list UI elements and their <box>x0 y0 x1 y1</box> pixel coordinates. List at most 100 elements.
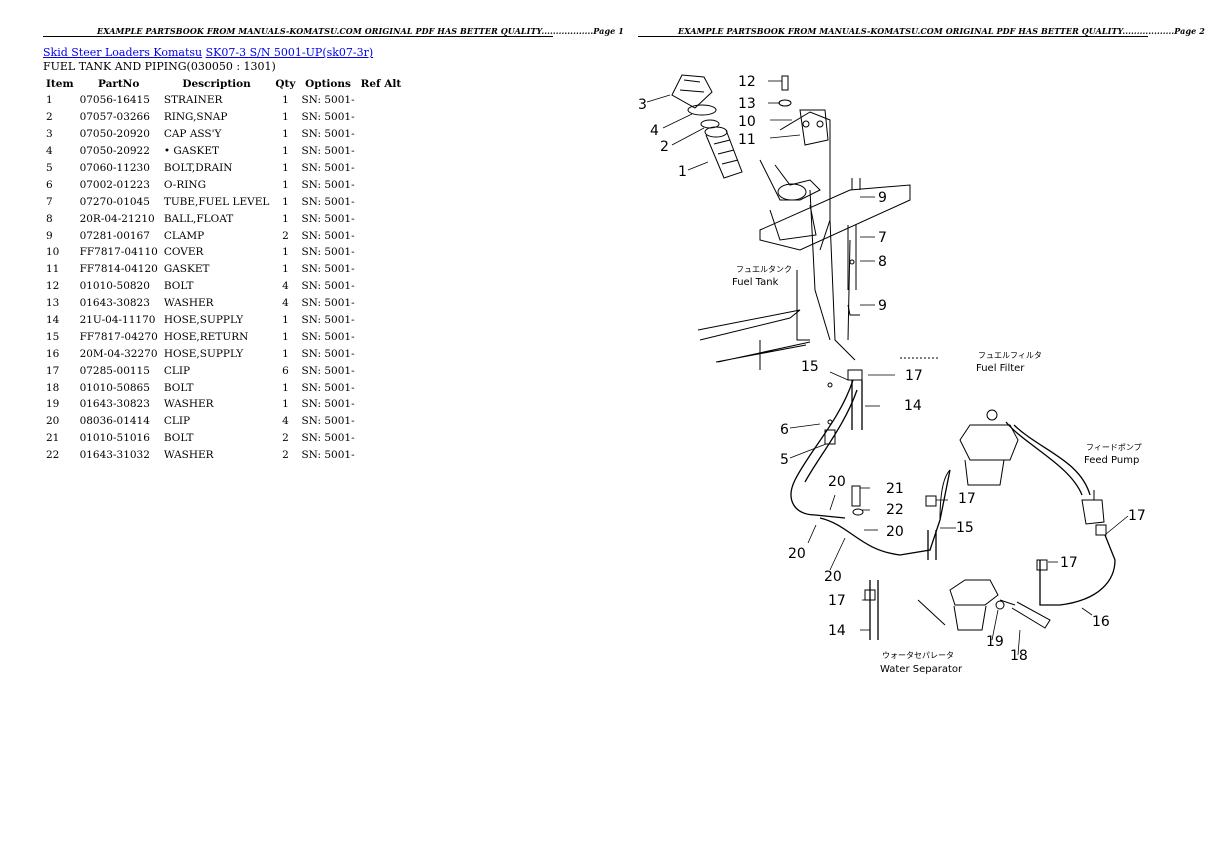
callout-14-lower: 14 <box>828 623 846 639</box>
cell-item: 19 <box>46 398 60 411</box>
callout-17-mid: 17 <box>958 491 976 507</box>
label-water-separator: Water Separator <box>880 664 963 675</box>
cell-qty: 2 <box>282 229 289 242</box>
cell-partno: FF7814-04120 <box>79 263 158 276</box>
cell-item: 15 <box>46 330 60 343</box>
cell-ref-alt <box>358 210 405 227</box>
callout-9-lower: 9 <box>878 298 887 314</box>
cell-description: COVER <box>163 246 204 259</box>
cell-item: 13 <box>46 297 60 310</box>
cell-description: O-RING <box>163 178 206 191</box>
cell-ref-alt <box>358 193 405 210</box>
callout-20-bottom: 20 <box>824 569 842 585</box>
callout-6: 6 <box>780 422 789 438</box>
cell-options: SN: 5001- <box>301 212 355 225</box>
callout-18: 18 <box>1010 648 1028 664</box>
cell-partno: 07002-01223 <box>79 178 150 191</box>
cell-item: 10 <box>46 246 60 259</box>
callout-7: 7 <box>878 230 887 246</box>
cell-ref-alt <box>358 312 405 329</box>
breadcrumb-category-link[interactable]: Skid Steer Loaders Komatsu <box>43 46 203 59</box>
cell-options: SN: 5001- <box>301 297 355 310</box>
cell-qty: 1 <box>282 195 289 208</box>
cap-assy-part <box>671 74 713 109</box>
cell-ref-alt <box>358 278 405 295</box>
cell-partno: 07050-20920 <box>79 128 150 141</box>
callout-13: 13 <box>738 96 756 112</box>
cell-partno: 01643-30823 <box>79 398 150 411</box>
cell-qty: 1 <box>282 381 289 394</box>
cell-ref-alt <box>358 160 405 177</box>
cell-item: 16 <box>46 347 60 360</box>
cell-ref-alt <box>358 430 405 447</box>
cell-description: WASHER <box>163 449 214 462</box>
cell-description: HOSE,SUPPLY <box>163 314 244 327</box>
cell-item: 5 <box>46 162 53 174</box>
cell-partno: 07285-00115 <box>79 364 150 377</box>
callout-17-lower-right: 17 <box>1060 555 1078 571</box>
cell-ref-alt <box>358 244 405 261</box>
cell-description: RING,SNAP <box>163 111 228 124</box>
callout-11: 11 <box>738 132 756 148</box>
callout-15-upper: 15 <box>801 359 819 375</box>
cell-options: SN: 5001- <box>301 314 355 327</box>
breadcrumb: Skid Steer Loaders Komatsu SK07-3 S/N 50… <box>43 46 373 59</box>
callout-8: 8 <box>878 254 887 270</box>
cell-qty: 1 <box>282 347 289 360</box>
cell-partno: FF7817-04110 <box>79 246 158 259</box>
col-header-qty: Qty <box>275 78 296 90</box>
gasket-part <box>687 104 717 116</box>
cell-options: SN: 5001- <box>301 178 355 191</box>
cell-ref-alt <box>358 143 405 160</box>
fuel-filter-part <box>939 409 1019 521</box>
fuel-level-tube <box>847 178 861 316</box>
callout-19: 19 <box>986 634 1004 650</box>
cell-ref-alt <box>358 109 405 126</box>
cell-options: SN: 5001- <box>301 128 355 141</box>
callout-22: 22 <box>886 502 904 518</box>
callout-9-upper: 9 <box>878 190 887 206</box>
cell-options: SN: 5001- <box>301 398 355 411</box>
label-fuel-filter-jp: フュエルフィルタ <box>978 351 1042 360</box>
cell-options: SN: 5001- <box>301 347 355 360</box>
cover-bracket <box>779 109 831 341</box>
cell-partno: FF7817-04270 <box>79 330 158 343</box>
cell-description: CLIP <box>163 364 191 377</box>
cell-options: SN: 5001- <box>301 330 355 343</box>
cell-partno: 01010-51016 <box>79 432 150 445</box>
cell-partno: 21U-04-11170 <box>79 314 156 327</box>
cell-qty: 1 <box>282 111 289 124</box>
cell-item: 7 <box>46 195 53 208</box>
callout-3: 3 <box>638 97 647 113</box>
cell-options: SN: 5001- <box>301 145 355 158</box>
strainer-part <box>704 126 743 179</box>
cell-item: 14 <box>46 314 60 327</box>
callout-20-top: 20 <box>828 474 846 490</box>
cell-options: SN: 5001- <box>301 195 355 208</box>
callout-17-lower-left: 17 <box>828 593 846 609</box>
cell-description: BOLT,DRAIN <box>163 162 233 174</box>
cell-ref-alt <box>358 92 405 109</box>
label-feed-pump-jp: フィードポンプ <box>1086 443 1142 452</box>
cell-description: WASHER <box>163 398 214 411</box>
cell-partno: 01010-50820 <box>79 280 150 293</box>
callout-15-lower: 15 <box>956 520 974 536</box>
fuel-tank-piping-diagram: 12 13 3 10 4 11 2 1 9 7 8 9 15 17 14 6 5… <box>638 74 1146 675</box>
breadcrumb-model-link[interactable]: SK07-3 S/N 5001-UP(sk07-3r) <box>205 46 374 59</box>
cell-options: SN: 5001- <box>301 229 355 242</box>
cell-partno: 07270-01045 <box>79 195 150 208</box>
cell-qty: 2 <box>282 432 289 445</box>
cell-options: SN: 5001- <box>301 381 355 394</box>
callout-4: 4 <box>650 123 659 139</box>
col-header-options: Options <box>305 78 351 90</box>
cell-item: 8 <box>46 212 53 225</box>
cell-description: BOLT <box>163 381 194 394</box>
cell-partno: 07056-16415 <box>79 94 150 107</box>
callout-20-right: 20 <box>886 524 904 540</box>
cell-description: CAP ASS'Y <box>163 128 222 141</box>
cell-partno: 07281-00167 <box>79 229 150 242</box>
